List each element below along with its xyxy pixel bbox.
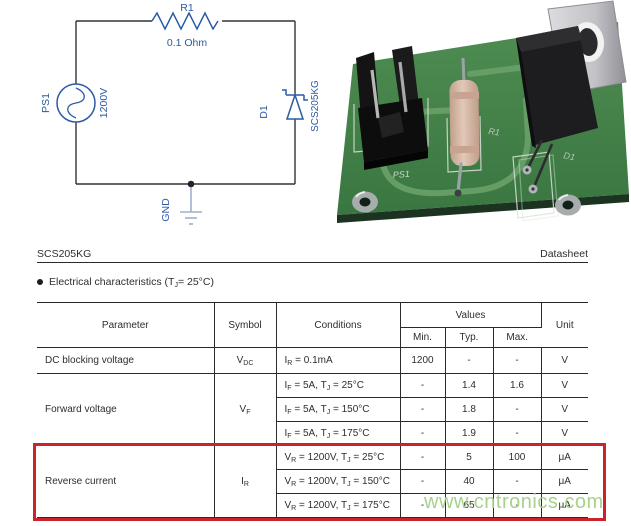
circuit-wires [75, 20, 296, 185]
conditions-cell: VR = 1200V, TJ = 150°C [276, 469, 401, 494]
symbol-cell: VDC [214, 347, 277, 374]
unit-cell: V [541, 397, 588, 422]
param-cell: Reverse current [37, 445, 215, 518]
col-parameter: Parameter [37, 302, 215, 348]
r1-label: R1 [180, 2, 194, 14]
unit-cell: μA [541, 469, 588, 494]
table-row-highlighted: Reverse current IR VR = 1200V, TJ = 25°C… [37, 445, 588, 518]
section-title: Electrical characteristics (TJ= 25°C) [49, 276, 214, 289]
circuit-schematic: R1 0.1 Ohm PS1 1200V D1 SCS205KG GND [40, 2, 321, 225]
characteristics-table: Parameter Symbol Conditions Values Unit … [37, 302, 588, 518]
typ-cell: 65 [445, 493, 494, 518]
unit-cell: V [541, 421, 588, 446]
r1-value-label: 0.1 Ohm [167, 37, 208, 49]
symbol-cell: IR [214, 445, 277, 518]
d1-part-label: SCS205KG [310, 80, 321, 132]
max-cell: - [493, 469, 542, 494]
bullet-icon [37, 279, 43, 285]
table-row: Forward voltage VF IF = 5A, TJ = 25°C - … [37, 373, 588, 446]
junction-dot [187, 180, 195, 188]
d1-label: D1 [258, 105, 270, 119]
ground-symbol [180, 187, 202, 225]
conditions-cell: IF = 5A, TJ = 150°C [276, 397, 401, 422]
conditions-cell: VR = 1200V, TJ = 175°C [276, 493, 401, 518]
max-cell: 1.6 [493, 373, 542, 398]
resistor-r1 [449, 57, 480, 197]
conditions-cell: IF = 5A, TJ = 175°C [276, 421, 401, 446]
min-cell: - [400, 373, 446, 398]
gnd-label: GND [160, 198, 172, 222]
mounting-hole-right [555, 194, 581, 216]
symbol-cell: VF [214, 373, 277, 446]
table-row: DC blocking voltage VDC IR = 0.1mA 1200 … [37, 347, 588, 374]
pcb-d1-label: D1 [563, 150, 576, 162]
min-cell: - [400, 397, 446, 422]
diode-symbol [282, 89, 308, 120]
min-cell: - [400, 445, 446, 470]
col-unit: Unit [541, 302, 588, 348]
typ-cell: 1.4 [445, 373, 494, 398]
max-cell: 100 [493, 445, 542, 470]
datasheet-header: SCS205KG Datasheet [37, 246, 588, 263]
unit-cell: V [541, 373, 588, 398]
pcb-photo: PS1 R1 D1 [337, 0, 629, 223]
typ-cell: 40 [445, 469, 494, 494]
unit-cell: μA [541, 493, 588, 518]
conditions-cell: IR = 0.1mA [276, 347, 401, 374]
power-source-symbol [56, 83, 96, 123]
max-cell: - [493, 421, 542, 446]
resistor-symbol [151, 11, 219, 31]
typ-cell: 1.9 [445, 421, 494, 446]
table-row-highlighted: VR = 1200V, TJ = 150°C - 40 - μA [37, 469, 588, 494]
param-cell: Forward voltage [37, 373, 215, 446]
min-cell: - [400, 469, 446, 494]
ps1-label: PS1 [40, 93, 52, 113]
col-values: Values [400, 302, 542, 328]
mounting-hole-left [352, 191, 378, 213]
watermark: www.cntronics.com [424, 491, 604, 513]
pcb-r1-label: R1 [488, 126, 501, 138]
ps1-value-label: 1200V [98, 88, 110, 118]
doc-type-label: Datasheet [540, 248, 588, 260]
min-cell: - [400, 421, 446, 446]
param-cell: DC blocking voltage [37, 347, 215, 374]
typ-cell: 5 [445, 445, 494, 470]
section-heading: Electrical characteristics (TJ= 25°C) [37, 276, 214, 289]
unit-cell: V [541, 347, 588, 374]
connector-ps1 [356, 46, 428, 170]
max-cell: - [493, 397, 542, 422]
col-conditions: Conditions [276, 302, 401, 348]
col-symbol: Symbol [214, 302, 277, 348]
col-max: Max. [493, 327, 541, 348]
min-cell: 1200 [400, 347, 446, 374]
diode-d1-package [516, 0, 627, 194]
pcb-ps1-label: PS1 [392, 169, 410, 180]
conditions-cell: VR = 1200V, TJ = 25°C [276, 445, 401, 470]
unit-cell: μA [541, 445, 588, 470]
col-typ: Typ. [445, 327, 494, 348]
typ-cell: - [445, 347, 494, 374]
col-min: Min. [400, 327, 446, 348]
max-cell: - [493, 493, 542, 518]
table-row-highlighted: VR = 1200V, TJ = 175°C - 65 - μA [37, 493, 588, 518]
table-row: IF = 5A, TJ = 150°C - 1.8 - V [37, 397, 588, 422]
typ-cell: 1.8 [445, 397, 494, 422]
min-cell: - [400, 493, 446, 518]
part-number: SCS205KG [37, 248, 92, 260]
max-cell: - [493, 347, 542, 374]
table-row: IF = 5A, TJ = 175°C - 1.9 - V [37, 421, 588, 446]
conditions-cell: IF = 5A, TJ = 25°C [276, 373, 401, 398]
